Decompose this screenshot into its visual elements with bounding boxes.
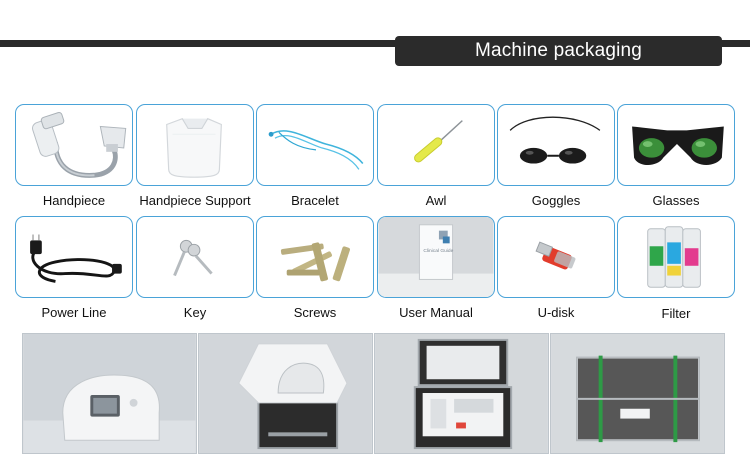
screws-icon xyxy=(256,216,374,298)
item-glasses: Glasses xyxy=(617,104,735,208)
item-filter: Filter xyxy=(617,216,735,321)
item-label: Awl xyxy=(425,193,447,208)
user-manual-icon: Clinical Guide xyxy=(377,216,495,298)
item-key: Key xyxy=(136,216,254,320)
item-u-disk: U-disk xyxy=(497,216,615,320)
item-label: Glasses xyxy=(652,193,700,208)
item-label: Filter xyxy=(661,306,691,321)
awl-icon xyxy=(377,104,495,186)
filter-icon xyxy=(617,216,735,298)
item-bracelet: Bracelet xyxy=(256,104,374,208)
item-label: Screws xyxy=(293,305,337,320)
handpiece-icon xyxy=(15,104,133,186)
item-goggles: Goggles xyxy=(497,104,615,208)
item-handpiece-support: Handpiece Support xyxy=(136,104,254,208)
power-line-icon xyxy=(15,216,133,298)
item-handpiece: Handpiece xyxy=(15,104,133,208)
item-label: Key xyxy=(183,305,207,320)
item-awl: Awl xyxy=(377,104,495,208)
photo-open-case xyxy=(374,333,549,454)
handpiece-support-icon xyxy=(136,104,254,186)
item-label: User Manual xyxy=(399,305,473,320)
photo-machine-in-case xyxy=(198,333,373,454)
item-label: Goggles xyxy=(531,193,581,208)
item-label: Power Line xyxy=(41,305,107,320)
key-icon xyxy=(136,216,254,298)
page-title: Machine packaging xyxy=(395,36,722,66)
item-power-line: Power Line xyxy=(15,216,133,320)
item-label: U-disk xyxy=(537,305,575,320)
item-label: Handpiece Support xyxy=(139,193,251,208)
item-label: Handpiece xyxy=(42,193,106,208)
item-user-manual: Clinical Guide User Manual xyxy=(377,216,495,320)
item-screws: Screws xyxy=(256,216,374,320)
photo-machine-unit xyxy=(22,333,197,454)
item-label: Bracelet xyxy=(291,193,339,208)
bracelet-icon xyxy=(256,104,374,186)
manual-cover-text: Clinical Guide xyxy=(423,248,453,254)
photo-sealed-case xyxy=(550,333,725,454)
header-rule xyxy=(0,40,750,47)
glasses-icon xyxy=(617,104,735,186)
u-disk-icon xyxy=(497,216,615,298)
goggles-icon xyxy=(497,104,615,186)
